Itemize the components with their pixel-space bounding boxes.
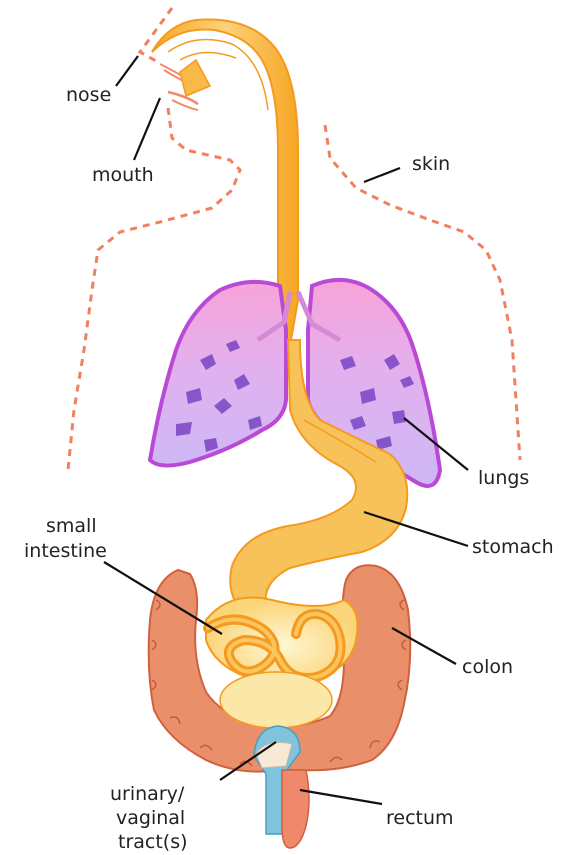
label-mouth: mouth <box>92 164 154 186</box>
label-urinary-line2: vaginal <box>116 807 185 829</box>
label-small-intestine-line2: intestine <box>24 540 107 562</box>
label-small-intestine-line1: small <box>46 515 97 537</box>
label-lungs: lungs <box>478 467 529 489</box>
left-lung <box>150 282 286 466</box>
label-nose: nose <box>66 84 111 106</box>
rectum <box>282 770 309 848</box>
label-stomach: stomach <box>472 536 554 558</box>
label-skin: skin <box>412 153 450 175</box>
label-rectum: rectum <box>386 807 454 829</box>
label-urinary-line1: urinary/ <box>110 783 185 805</box>
label-colon: colon <box>462 656 513 678</box>
label-urinary-line3: tract(s) <box>118 831 188 853</box>
